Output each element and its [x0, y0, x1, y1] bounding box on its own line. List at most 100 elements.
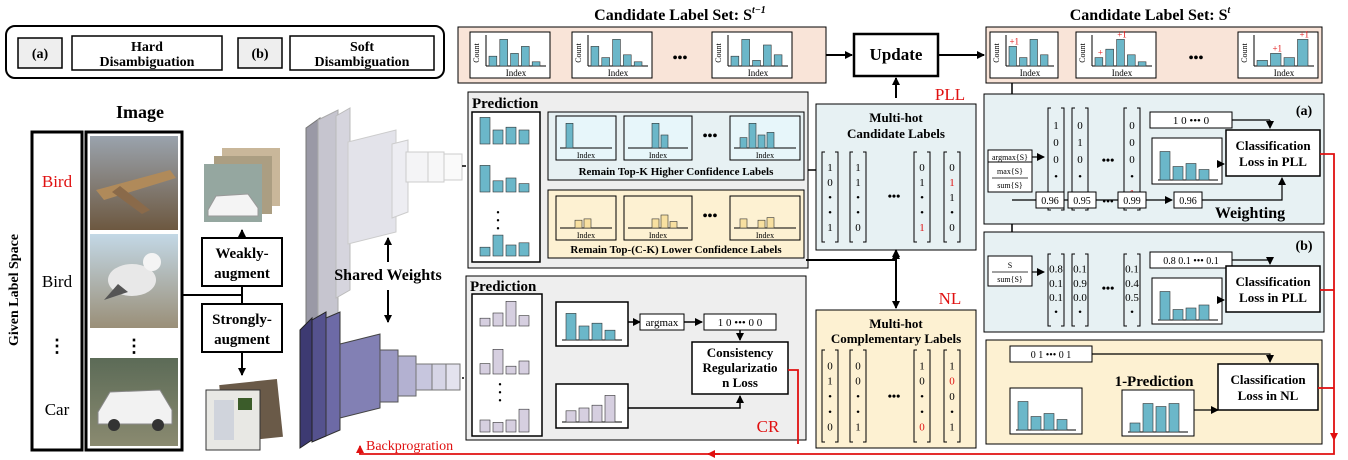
- vector-bracket-left: [1071, 107, 1075, 211]
- panel-b-hist-bar: [1172, 309, 1184, 321]
- vector-bracket-left: [821, 151, 825, 243]
- vector-bracket-right: [957, 151, 961, 243]
- soft-vector-entry: •: [1078, 307, 1082, 319]
- candidate-vector-entry: 0: [919, 162, 925, 174]
- nl-pred-bar: [1056, 419, 1068, 431]
- complementary-vector-entry: 0: [919, 422, 925, 434]
- multi-hot-complementary-panel: Multi-hot Complementary Labels 01••000••…: [815, 309, 977, 449]
- vector-bracket-right: [927, 151, 931, 243]
- kept-label-bar: [669, 221, 678, 229]
- vector-bracket-right: [957, 349, 961, 443]
- panel-a-hist-bar: [1198, 169, 1210, 181]
- one-minus-pred-bar: [1142, 403, 1154, 433]
- strong-augment-line1: Strongly-: [212, 312, 272, 328]
- histogram-bar: [1019, 57, 1028, 67]
- pll-tag: PLL: [935, 85, 965, 104]
- cr-loss-line2: Regularizatio: [702, 360, 777, 375]
- vector-bracket-right: [1137, 253, 1141, 327]
- candidate-curr-panel: IndexCount+1IndexCount++1•••IndexCount+1…: [985, 26, 1323, 84]
- panel-a-hist-bar: [1159, 151, 1171, 181]
- prediction-bar: [492, 234, 504, 257]
- vector-bracket-left: [1123, 107, 1127, 211]
- complementary-vector-entry: 1: [855, 422, 861, 434]
- histogram-bar: [1105, 48, 1114, 67]
- kept-label-hist: [623, 195, 693, 241]
- candidate-vector-entry: 0: [949, 162, 955, 174]
- prediction-bar: [492, 422, 504, 433]
- panel-nl-vector: 0 1 ••• 0 1: [1031, 350, 1072, 361]
- candidate-vector-entry: 1: [855, 177, 861, 189]
- soft-vector-entry: 0.0: [1073, 292, 1087, 304]
- prediction-bottom-title: Prediction: [470, 279, 537, 295]
- vector-bracket-right: [835, 151, 839, 243]
- legend-b-label-1: Soft: [350, 40, 374, 55]
- one-minus-pred-bar: [1168, 403, 1180, 433]
- vector-bracket-left: [913, 349, 917, 443]
- vector-bracket-right: [927, 349, 931, 443]
- kept-label-bar: [651, 218, 660, 229]
- nl-pred-bar: [1017, 401, 1029, 431]
- soft-vector-entry: 0.1: [1049, 292, 1063, 304]
- panel-a-tag: (a): [1296, 104, 1313, 119]
- strong-augment-line2: augment: [214, 332, 270, 348]
- prediction-bar: [492, 129, 504, 145]
- argmax-label: argmax: [646, 317, 679, 329]
- histogram-bar: [1297, 39, 1309, 67]
- hard-vector-entry: •: [1130, 171, 1134, 183]
- prediction-bottom-panel: Prediction ••• argmax 1 0 ••• 0 0 Consis…: [465, 275, 807, 441]
- histogram-index-label: Index: [608, 68, 629, 78]
- legend-b-label-2: Disambiguation: [315, 55, 410, 70]
- label-bird: Bird: [42, 272, 73, 291]
- histogram-bar: [623, 54, 632, 67]
- panel-b-frac-bottom: sum{S}: [997, 275, 1023, 284]
- weak-augment-box: Weakly- augment: [201, 237, 283, 287]
- histogram-bar: [1137, 61, 1147, 67]
- label-space-box: Bird Bird ⋮ Car: [30, 130, 84, 452]
- hard-vector-entry: 1: [1053, 120, 1059, 132]
- panel-b-hist-bar: [1198, 304, 1210, 321]
- panel-b-hist-bar: [1159, 291, 1171, 321]
- candidate-prev-title: Candidate Label Set: St−1: [594, 5, 766, 24]
- candidate-vector-entry: 1: [855, 162, 861, 174]
- weight-1: 0.96: [1041, 196, 1059, 207]
- complementary-vector-entry: •: [950, 406, 954, 418]
- kept-label-hist: [555, 195, 617, 241]
- given-label-space-text: Given Label Space: [7, 234, 22, 346]
- panel-b-frac-top: S: [1008, 261, 1012, 270]
- histogram-bar: [730, 55, 740, 67]
- vector-bracket-right: [1085, 107, 1089, 211]
- vertical-dot: •: [496, 224, 500, 235]
- image-dots: ⋮: [125, 336, 143, 356]
- weak-pred-bar: [591, 322, 603, 341]
- label-bird-red: Bird: [42, 172, 73, 191]
- weak-pred-bar: [604, 329, 616, 341]
- panel-nl-loss-2: Loss in NL: [1238, 388, 1299, 403]
- complementary-vector-entry: 0: [827, 422, 833, 434]
- histogram-frame: [1075, 31, 1157, 79]
- soft-vector-ellipsis: •••: [1102, 281, 1115, 295]
- nl-tag: NL: [939, 289, 962, 308]
- weak-augment-line2: augment: [214, 266, 270, 282]
- histogram-frame: [571, 31, 653, 79]
- panel-a-loss-2: Loss in PLL: [1239, 154, 1307, 169]
- vertical-dot: •: [496, 216, 500, 227]
- strong-augment-box: Strongly- augment: [201, 303, 283, 353]
- complementary-vector-entry: 0: [919, 376, 925, 388]
- histogram-count-label: Count: [574, 42, 583, 62]
- candidate-curr-title: Candidate Label Set: St: [1070, 5, 1232, 24]
- candidate-vector-entry: 0: [827, 177, 833, 189]
- prediction-bar: [479, 117, 491, 145]
- histogram-index-label: Index: [1274, 68, 1295, 78]
- kept-low-ellipsis: •••: [703, 209, 718, 224]
- vector-bracket-left: [1047, 107, 1051, 211]
- prediction-bar: [505, 300, 517, 327]
- candidate-vector-entry: 1: [827, 222, 833, 234]
- legend-b-tag: (b): [251, 47, 268, 62]
- vector-bracket-right: [1061, 253, 1065, 327]
- legend-a-label-1: Hard: [131, 40, 163, 55]
- complementary-vector-entry: •: [856, 391, 860, 403]
- vector-bracket-left: [849, 151, 853, 243]
- kept-label-bar: [574, 219, 583, 229]
- panel-a: (a) argmax{S} max{S} sum{S} 100••010••••…: [983, 93, 1325, 225]
